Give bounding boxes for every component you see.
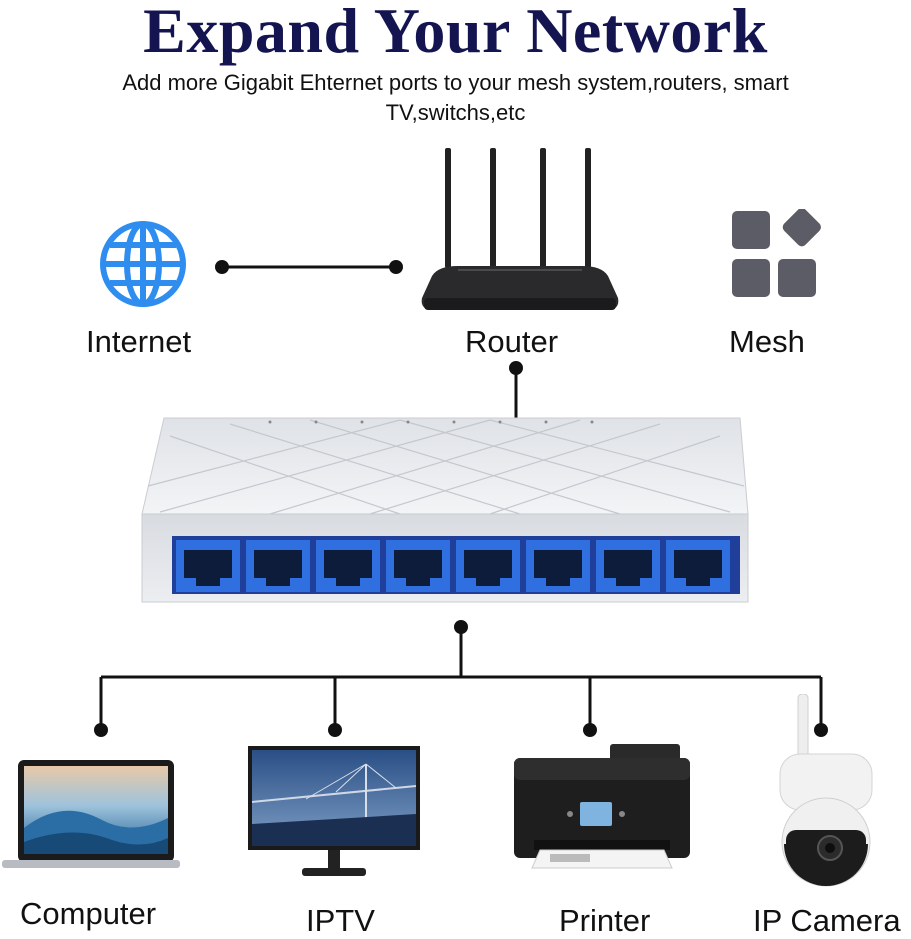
laptop-icon (2, 760, 180, 868)
node-dot (583, 723, 597, 737)
mesh-icon (732, 209, 821, 297)
monitor-icon (248, 746, 420, 876)
ip-camera-label: IP Camera (753, 903, 901, 938)
node-dot (215, 260, 229, 274)
router-icon (421, 148, 619, 310)
internet-label: Internet (86, 324, 192, 359)
node-dot (814, 723, 828, 737)
node-dot (509, 361, 523, 375)
computer-label: Computer (20, 896, 157, 931)
node-dot (389, 260, 403, 274)
iptv-label: IPTV (306, 903, 375, 938)
camera-icon (779, 694, 873, 887)
globe-icon (100, 221, 186, 307)
mesh-label: Mesh (729, 324, 805, 359)
printer-icon (514, 744, 690, 869)
page-subtitle: Add more Gigabit Ehternet ports to your … (122, 70, 789, 125)
printer-label: Printer (559, 903, 651, 938)
router-label: Router (465, 324, 559, 359)
node-dot (328, 723, 342, 737)
page-title: Expand Your Network (143, 0, 768, 66)
node-dot (94, 723, 108, 737)
switch-icon (141, 417, 749, 603)
node-dot (454, 620, 468, 634)
